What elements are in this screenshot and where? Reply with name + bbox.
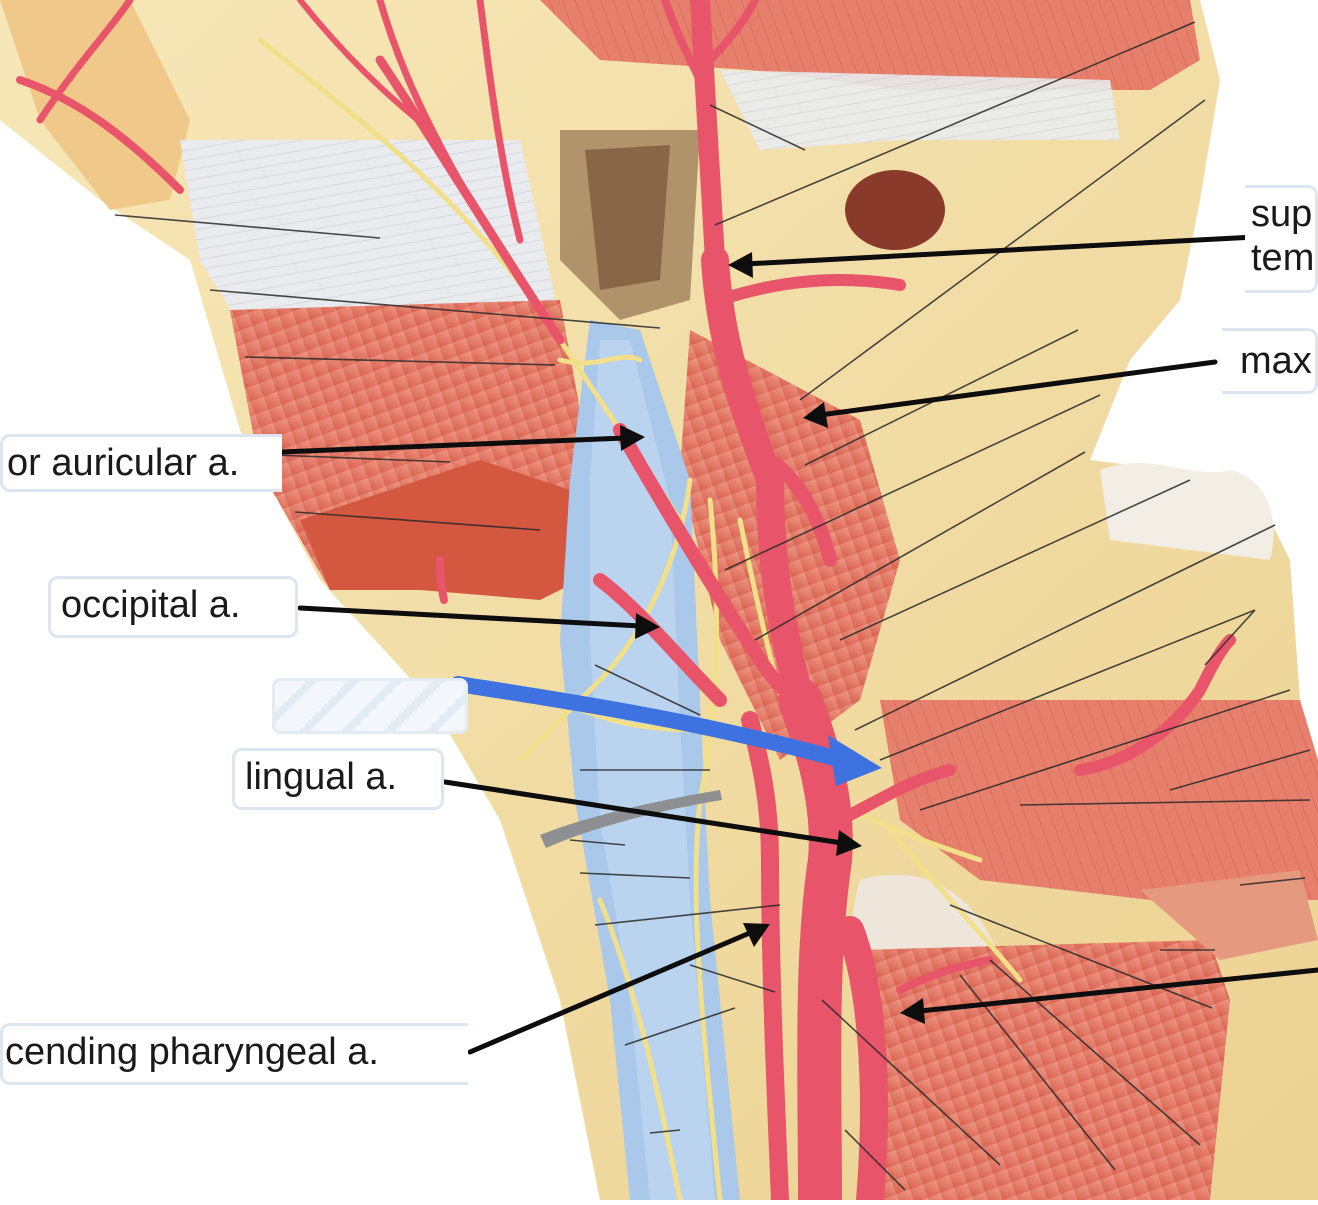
label-text-line-1: sup [1251, 193, 1313, 235]
label-text: max [1240, 340, 1312, 382]
highlight-arrow [450, 676, 882, 786]
label-ascending-pharyngeal-artery[interactable]: cending pharyngeal a. [0, 1023, 468, 1085]
label-lingual-artery[interactable]: lingual a. [232, 748, 444, 810]
label-text: lingual a. [245, 756, 398, 798]
label-posterior-auricular-artery[interactable]: or auricular a. [0, 434, 282, 492]
label-maxillary-artery[interactable]: max [1222, 328, 1318, 394]
leader-lines [114, 21, 1311, 1191]
label-text: cending pharyngeal a. [5, 1031, 379, 1073]
blank-label-box[interactable] [272, 678, 468, 734]
label-text: or auricular a. [7, 442, 240, 484]
label-text-line-2: tem [1251, 237, 1315, 279]
retractor [540, 790, 722, 848]
label-text: occipital a. [61, 584, 241, 626]
label-arrows [279, 234, 1318, 1055]
label-superficial-temporal-artery[interactable]: sup tem [1245, 185, 1318, 293]
arteries [16, 0, 1236, 1205]
muscle-groups [180, 0, 1318, 1200]
label-occipital-artery[interactable]: occipital a. [48, 576, 298, 638]
